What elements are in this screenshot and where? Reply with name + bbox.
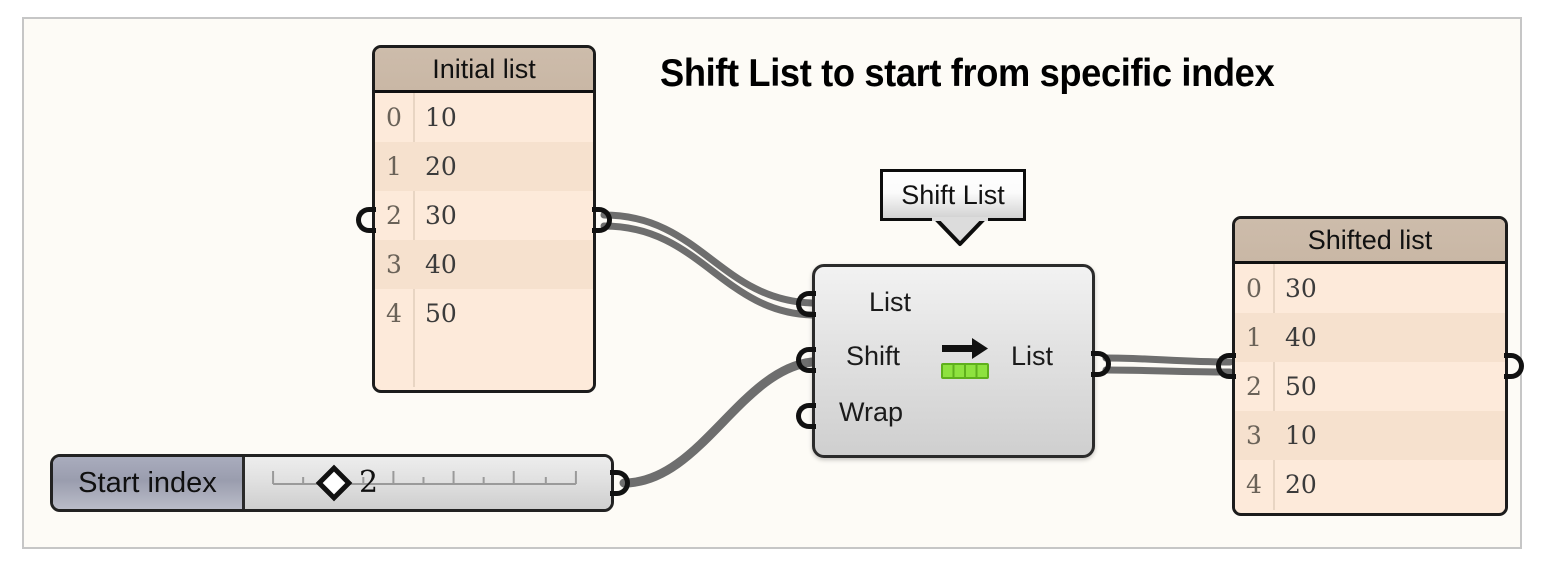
tooltip-label: Shift List — [901, 179, 1005, 210]
slider-diamond-icon — [315, 464, 353, 501]
slider-output-port[interactable] — [610, 470, 630, 496]
row-index: 3 — [1246, 421, 1262, 450]
tooltip-tail-icon — [932, 217, 988, 246]
initial-list-title: Initial list — [375, 48, 593, 93]
slider-handle[interactable]: 2 — [315, 464, 379, 501]
table-row: 4 20 — [1235, 460, 1505, 509]
row-value: 50 — [1285, 372, 1317, 401]
shift-list-icon — [941, 338, 989, 379]
initial-list-body: 0 10 1 20 2 30 3 40 4 50 — [375, 93, 593, 387]
shifted-list-output-port[interactable] — [1504, 353, 1524, 379]
node-input-label-list: List — [869, 287, 912, 317]
row-value: 10 — [425, 103, 457, 132]
page-title: Shift List to start from specific index — [660, 52, 1275, 95]
row-value: 20 — [1285, 470, 1317, 499]
initial-list-watch-node[interactable]: Initial list 0 10 1 20 2 30 3 40 4 50 — [372, 45, 596, 393]
table-row: 3 10 — [1235, 411, 1505, 460]
node-input-label-shift: Shift — [846, 341, 901, 371]
slider-ticks-icon — [272, 471, 577, 485]
row-value: 20 — [425, 152, 457, 181]
initial-list-output-port[interactable] — [592, 207, 612, 233]
row-index: 0 — [1246, 274, 1262, 303]
table-row: 0 30 — [1235, 264, 1505, 313]
shift-list-input-port-shift[interactable] — [796, 347, 816, 373]
table-row: 1 40 — [1235, 313, 1505, 362]
row-index: 1 — [386, 152, 402, 181]
row-value: 40 — [425, 250, 457, 279]
row-index: 2 — [1246, 372, 1262, 401]
node-input-label-wrap: Wrap — [839, 397, 904, 427]
row-value: 30 — [1285, 274, 1317, 303]
initial-list-input-port[interactable] — [356, 207, 376, 233]
table-row: 0 10 — [375, 93, 593, 142]
shift-list-input-port-wrap[interactable] — [796, 403, 816, 429]
column-divider — [1273, 264, 1275, 510]
row-index: 1 — [1246, 323, 1262, 352]
table-row: 1 20 — [375, 142, 593, 191]
shifted-list-title: Shifted list — [1235, 219, 1505, 264]
table-row: 2 50 — [1235, 362, 1505, 411]
shifted-list-watch-node[interactable]: Shifted list 0 30 1 40 2 50 3 10 4 20 — [1232, 216, 1508, 516]
start-index-slider-node[interactable]: Start index 2 — [50, 454, 614, 512]
row-index: 2 — [386, 201, 402, 230]
table-row: 2 30 — [375, 191, 593, 240]
row-index: 3 — [386, 250, 402, 279]
row-index: 0 — [386, 103, 402, 132]
row-value: 30 — [425, 201, 457, 230]
row-value: 40 — [1285, 323, 1317, 352]
shift-list-tooltip: Shift List — [880, 169, 1026, 221]
table-row: 4 50 — [375, 289, 593, 338]
row-value: 50 — [425, 299, 457, 328]
row-index: 4 — [1246, 470, 1262, 499]
table-row: 3 40 — [375, 240, 593, 289]
slider-label: Start index — [53, 457, 245, 509]
row-index: 4 — [386, 299, 402, 328]
node-output-label-list: List — [1011, 341, 1054, 371]
shift-list-node[interactable]: List Shift Wrap List — [812, 264, 1095, 458]
shift-list-input-port-list[interactable] — [796, 291, 816, 317]
shifted-list-body: 0 30 1 40 2 50 3 10 4 20 — [1235, 264, 1505, 510]
row-value: 10 — [1285, 421, 1317, 450]
slider-track[interactable]: 2 — [245, 457, 611, 509]
shift-list-output-port-list[interactable] — [1091, 351, 1111, 377]
shifted-list-input-port[interactable] — [1216, 353, 1236, 379]
slider-value: 2 — [359, 465, 379, 500]
